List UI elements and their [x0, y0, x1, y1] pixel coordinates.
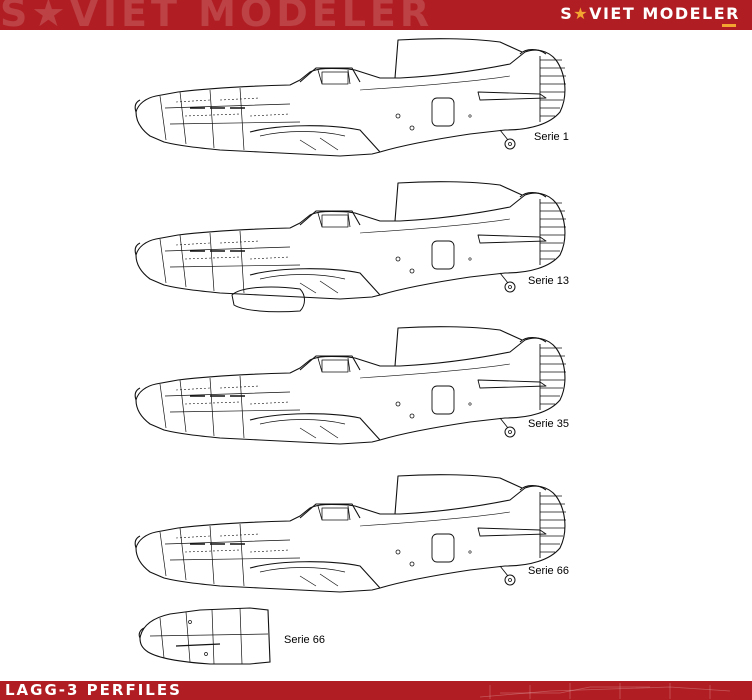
brand-underline: [722, 24, 736, 27]
nose-detail-drawing: [138, 607, 271, 665]
profile-drawing-3: [134, 325, 567, 445]
header-bar: S★VIET MODELER S★VIET MODELER: [0, 0, 752, 30]
profile-drawing-1: [134, 37, 567, 157]
blueprint-watermark: [479, 683, 731, 699]
profile-label-1: Serie 1: [534, 131, 569, 143]
footer-bar: LAGG-3 PERFILES: [0, 681, 752, 700]
red-star-icon: ★: [573, 4, 590, 23]
footer-title: LAGG-3 PERFILES: [5, 681, 182, 699]
brand-prefix: S: [560, 4, 574, 23]
header-watermark: S★VIET MODELER: [0, 0, 434, 30]
brand-suffix: VIET MODELER: [589, 4, 740, 23]
profile-drawing-4: [134, 473, 567, 593]
profile-drawing-2: [134, 180, 567, 313]
profile-label-3: Serie 35: [528, 418, 569, 430]
profile-label-2: Serie 13: [528, 275, 569, 287]
brand-logo[interactable]: S★VIET MODELER: [560, 4, 740, 23]
nose-detail-label: Serie 66: [284, 634, 325, 646]
profile-label-4: Serie 66: [528, 565, 569, 577]
